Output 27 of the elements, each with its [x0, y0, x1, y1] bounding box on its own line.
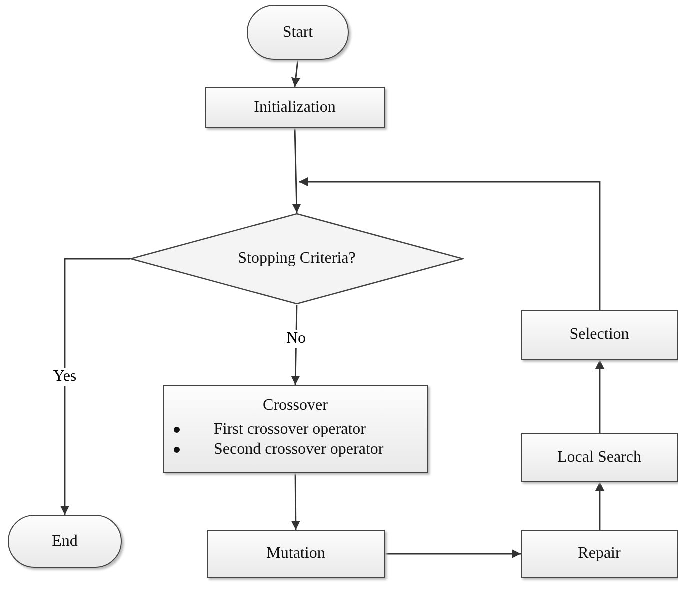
process-box	[521, 530, 678, 578]
arrow	[291, 473, 300, 530]
process-box	[207, 530, 385, 578]
bullet-item: First crossover operator	[214, 421, 366, 439]
node-label: Selection	[570, 326, 630, 344]
node-label: Stopping Criteria?	[238, 250, 356, 268]
edge-label: Yes	[51, 368, 79, 386]
node-label: Initialization	[254, 98, 336, 116]
edge-label: No	[284, 330, 308, 348]
arrow	[596, 482, 604, 530]
process-box	[521, 310, 678, 360]
arrow	[292, 60, 300, 88]
node-label: Local Search	[558, 448, 642, 466]
arrow	[292, 128, 302, 214]
arrow	[299, 178, 601, 310]
node-label: End	[52, 532, 78, 550]
node-label: Repair	[578, 545, 621, 563]
arrow	[385, 550, 521, 558]
node-label: Start	[282, 24, 314, 42]
process-box	[163, 385, 428, 473]
node-label: Mutation	[266, 545, 326, 563]
process-box	[205, 87, 385, 128]
process-box	[521, 433, 678, 482]
arrow	[596, 360, 604, 433]
bullet-item: Second crossover operator	[214, 441, 384, 459]
arrow	[60, 258, 130, 515]
node-label: Crossover	[263, 397, 328, 415]
